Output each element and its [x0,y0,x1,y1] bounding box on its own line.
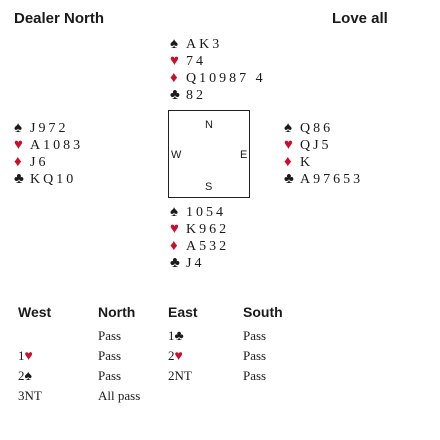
north-diamonds: Q10987 4 [186,71,266,86]
auction-header-south: South [243,304,283,320]
spade-icon: ♠ [170,36,178,52]
auction-bid: Pass [243,368,267,383]
diamond-icon: ♦ [14,154,22,170]
compass-north: N [205,119,213,131]
west-clubs: KQ10 [30,172,77,187]
club-icon: ♣ [170,87,180,103]
spade-icon: ♠ [14,120,22,136]
east-hand: ♠ Q86 ♥ QJ5 ♦ K ♣ A97653 [284,120,363,188]
club-icon: ♣ [170,255,180,271]
north-hand: ♠ AK3 ♥ 74 ♦ Q10987 4 ♣ 82 [170,36,266,104]
auction-bid: 2♠ [18,368,32,384]
spade-icon: ♠ [284,120,292,136]
auction-bid: Pass [98,368,122,383]
auction-header-west: West [18,304,52,320]
auction-bid: 1♥ [18,348,33,364]
heart-icon: ♥ [170,53,179,69]
club-icon: ♣ [284,171,294,187]
east-spades: Q86 [300,121,334,136]
south-spades: 1054 [186,205,226,220]
compass-east: E [240,149,248,161]
north-hearts: 74 [186,54,206,69]
heart-icon: ♥ [24,349,33,364]
diamond-icon: ♦ [170,70,178,86]
west-diamonds: J6 [30,155,49,170]
north-clubs: 82 [186,88,206,103]
compass-south: S [205,181,213,193]
south-hearts: K962 [186,222,230,237]
east-hearts: QJ5 [300,138,332,153]
auction-bid: All pass [98,388,141,403]
east-diamonds: K [300,155,314,170]
vulnerability-label: Love all [332,10,388,27]
north-spades: AK3 [186,37,223,52]
club-icon: ♣ [14,171,24,187]
auction-header-east: East [168,304,198,320]
south-diamonds: A532 [186,239,230,254]
dealer-label: Dealer North [14,10,105,27]
heart-icon: ♥ [170,221,179,237]
south-hand: ♠ 1054 ♥ K962 ♦ A532 ♣ J4 [170,204,229,272]
west-hand: ♠ J972 ♥ A1083 ♦ J6 ♣ KQ10 [14,120,83,188]
spade-icon: ♠ [170,204,178,220]
club-icon: ♣ [174,329,184,344]
south-clubs: J4 [186,256,205,271]
east-clubs: A97653 [300,172,364,187]
auction-bid: 2NT [168,368,192,383]
auction-bid: Pass [243,348,267,363]
west-spades: J972 [30,121,69,136]
spade-icon: ♠ [24,369,32,384]
compass-west: W [171,149,182,161]
auction-bid: 2♥ [168,348,183,364]
heart-icon: ♥ [14,137,23,153]
heart-icon: ♥ [284,137,293,153]
auction-bid: 3NT [18,388,42,403]
diamond-icon: ♦ [170,238,178,254]
diamond-icon: ♦ [284,154,292,170]
heart-icon: ♥ [174,349,183,364]
auction-bid: Pass [98,328,122,343]
auction-bid: Pass [98,348,122,363]
auction-header-north: North [98,304,136,320]
west-hearts: A1083 [30,138,84,153]
auction-bid: 1♣ [168,328,184,344]
compass-box: N S W E [168,110,250,198]
auction-bid: Pass [243,328,267,343]
